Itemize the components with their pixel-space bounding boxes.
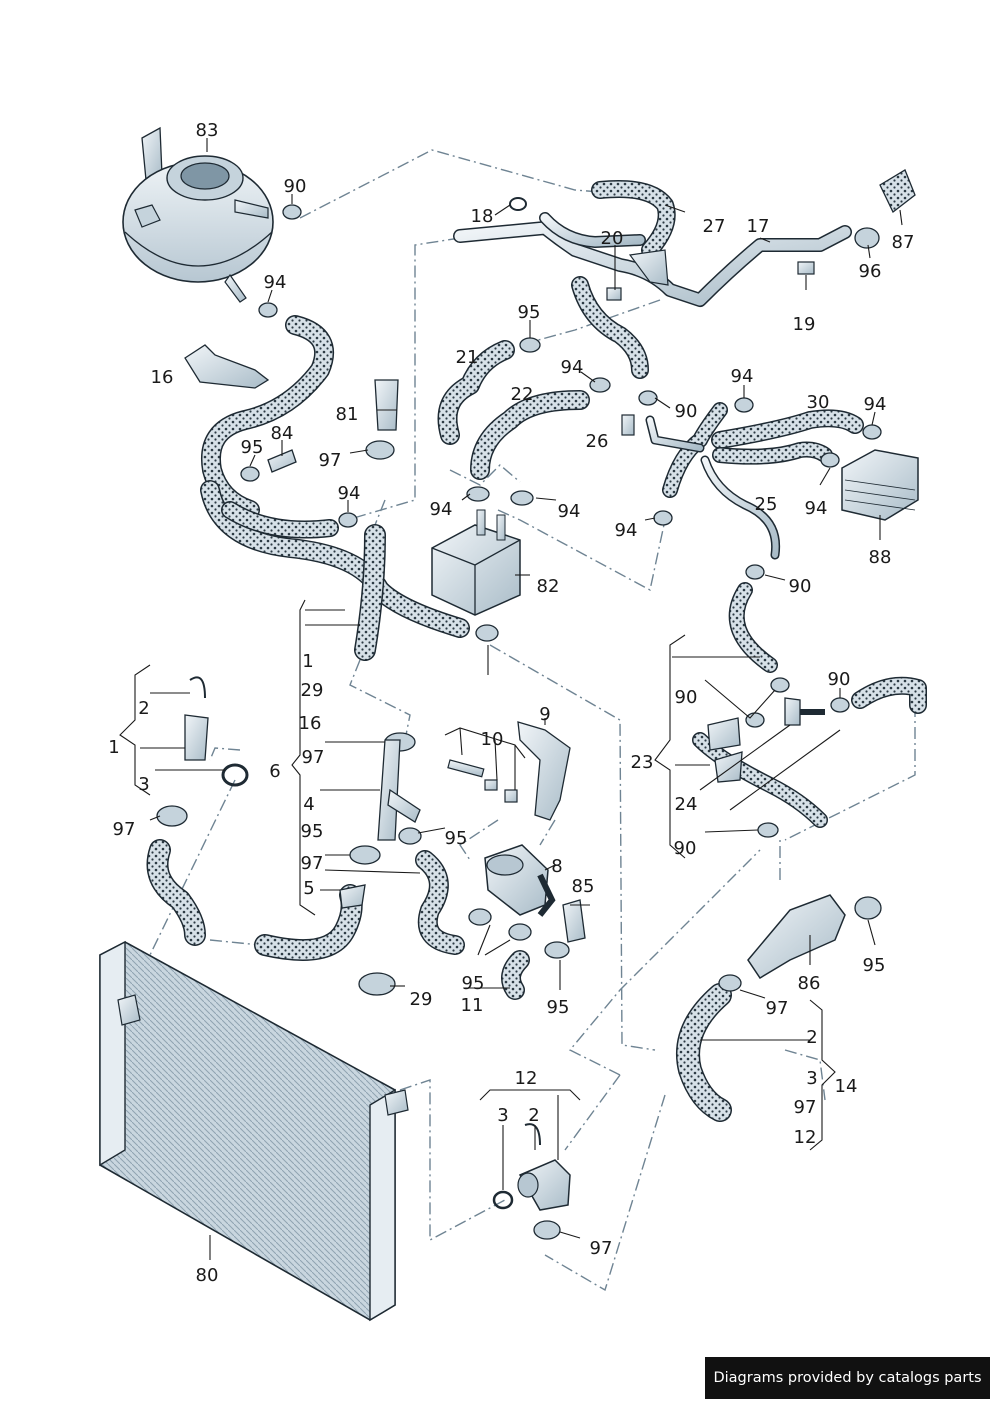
callout-95: 95: [518, 302, 541, 323]
callout-3: 3: [806, 1068, 817, 1089]
expansion-tank: [122, 126, 274, 303]
callout-94: 94: [561, 357, 584, 378]
callout-86: 86: [798, 973, 821, 994]
callout-97: 97: [302, 747, 325, 768]
callout-21: 21: [456, 347, 479, 368]
callout-16: 16: [151, 367, 174, 388]
diagram-credit-badge: Diagrams provided by catalogs parts: [705, 1357, 990, 1399]
callout-85: 85: [572, 876, 595, 897]
callout-97: 97: [794, 1097, 817, 1118]
callout-labels: 83 90 94 16 18 27 20 17 87 96 19 95 21 9…: [108, 120, 914, 1286]
callout-87: 87: [892, 232, 915, 253]
callout-97: 97: [113, 819, 136, 840]
callout-1: 1: [108, 737, 119, 758]
callout-83: 83: [196, 120, 219, 141]
callout-90: 90: [284, 176, 307, 197]
callout-18: 18: [471, 206, 494, 227]
callout-94: 94: [430, 499, 453, 520]
callout-29: 29: [410, 989, 433, 1010]
callout-97: 97: [590, 1238, 613, 1259]
callout-90: 90: [674, 838, 697, 859]
callout-9: 9: [539, 704, 550, 725]
callout-1: 1: [302, 651, 313, 672]
callout-82: 82: [537, 576, 560, 597]
callout-94: 94: [864, 394, 887, 415]
routing-lines: [149, 149, 916, 1292]
callout-90: 90: [675, 687, 698, 708]
callout-27: 27: [703, 216, 726, 237]
callout-95: 95: [301, 821, 324, 842]
callout-12: 12: [794, 1127, 817, 1148]
callout-6: 6: [269, 761, 280, 782]
callout-4: 4: [303, 794, 314, 815]
callout-3: 3: [497, 1105, 508, 1126]
callout-90: 90: [789, 576, 812, 597]
callout-97: 97: [319, 450, 342, 471]
callout-25: 25: [755, 494, 778, 515]
callout-94: 94: [264, 272, 287, 293]
callout-95: 95: [547, 997, 570, 1018]
callout-96: 96: [859, 261, 882, 282]
callout-5: 5: [303, 878, 314, 899]
callout-8: 8: [551, 856, 562, 877]
callout-94: 94: [731, 366, 754, 387]
callout-94: 94: [558, 501, 581, 522]
callout-94: 94: [338, 483, 361, 504]
callout-12: 12: [515, 1068, 538, 1089]
callout-29: 29: [301, 680, 324, 701]
small-parts: [184, 169, 919, 1211]
callout-90: 90: [675, 401, 698, 422]
callout-22: 22: [511, 384, 534, 405]
leader-lines: [119, 138, 903, 1260]
callout-80: 80: [196, 1265, 219, 1286]
callout-97: 97: [301, 853, 324, 874]
callout-94: 94: [615, 520, 638, 541]
callout-14: 14: [835, 1076, 858, 1097]
callout-10: 10: [481, 729, 504, 750]
callout-90: 90: [828, 669, 851, 690]
callout-95: 95: [863, 955, 886, 976]
callout-30: 30: [807, 392, 830, 413]
callout-19: 19: [793, 314, 816, 335]
callout-95: 95: [445, 828, 468, 849]
callout-20: 20: [601, 228, 624, 249]
callout-11: 11: [461, 995, 484, 1016]
callout-97: 97: [766, 998, 789, 1019]
callout-95: 95: [241, 437, 264, 458]
callout-16: 16: [299, 713, 322, 734]
callout-23: 23: [631, 752, 654, 773]
callout-94: 94: [805, 498, 828, 519]
callout-3: 3: [138, 774, 149, 795]
callout-26: 26: [586, 431, 609, 452]
callout-2: 2: [138, 698, 149, 719]
callout-88: 88: [869, 547, 892, 568]
callout-95: 95: [462, 973, 485, 994]
callout-24: 24: [675, 794, 698, 815]
callout-84: 84: [271, 423, 294, 444]
callout-17: 17: [747, 216, 770, 237]
callout-81: 81: [336, 404, 359, 425]
callout-2: 2: [806, 1027, 817, 1048]
callout-2: 2: [528, 1105, 539, 1126]
radiator: [99, 940, 409, 1322]
